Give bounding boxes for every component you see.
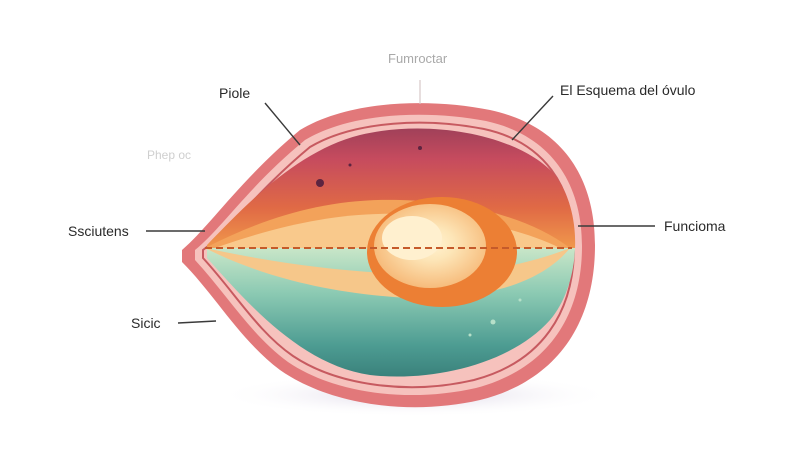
label-faint-left: Phep oc — [147, 148, 192, 162]
label-upper-right: El Esquema del óvulo — [560, 82, 696, 98]
label-lower-left: Sicic — [131, 315, 161, 331]
leader-upper-left — [264, 102, 301, 146]
label-mid-right: Funcioma — [664, 218, 726, 234]
leader-upper-right — [511, 95, 554, 141]
label-upper-left: Piole — [219, 85, 251, 101]
leader-lower-left — [177, 320, 217, 324]
label-top: Fumroctar — [388, 51, 448, 66]
embryo-sac — [382, 216, 442, 260]
label-mid-left: Ssciutens — [68, 223, 129, 239]
